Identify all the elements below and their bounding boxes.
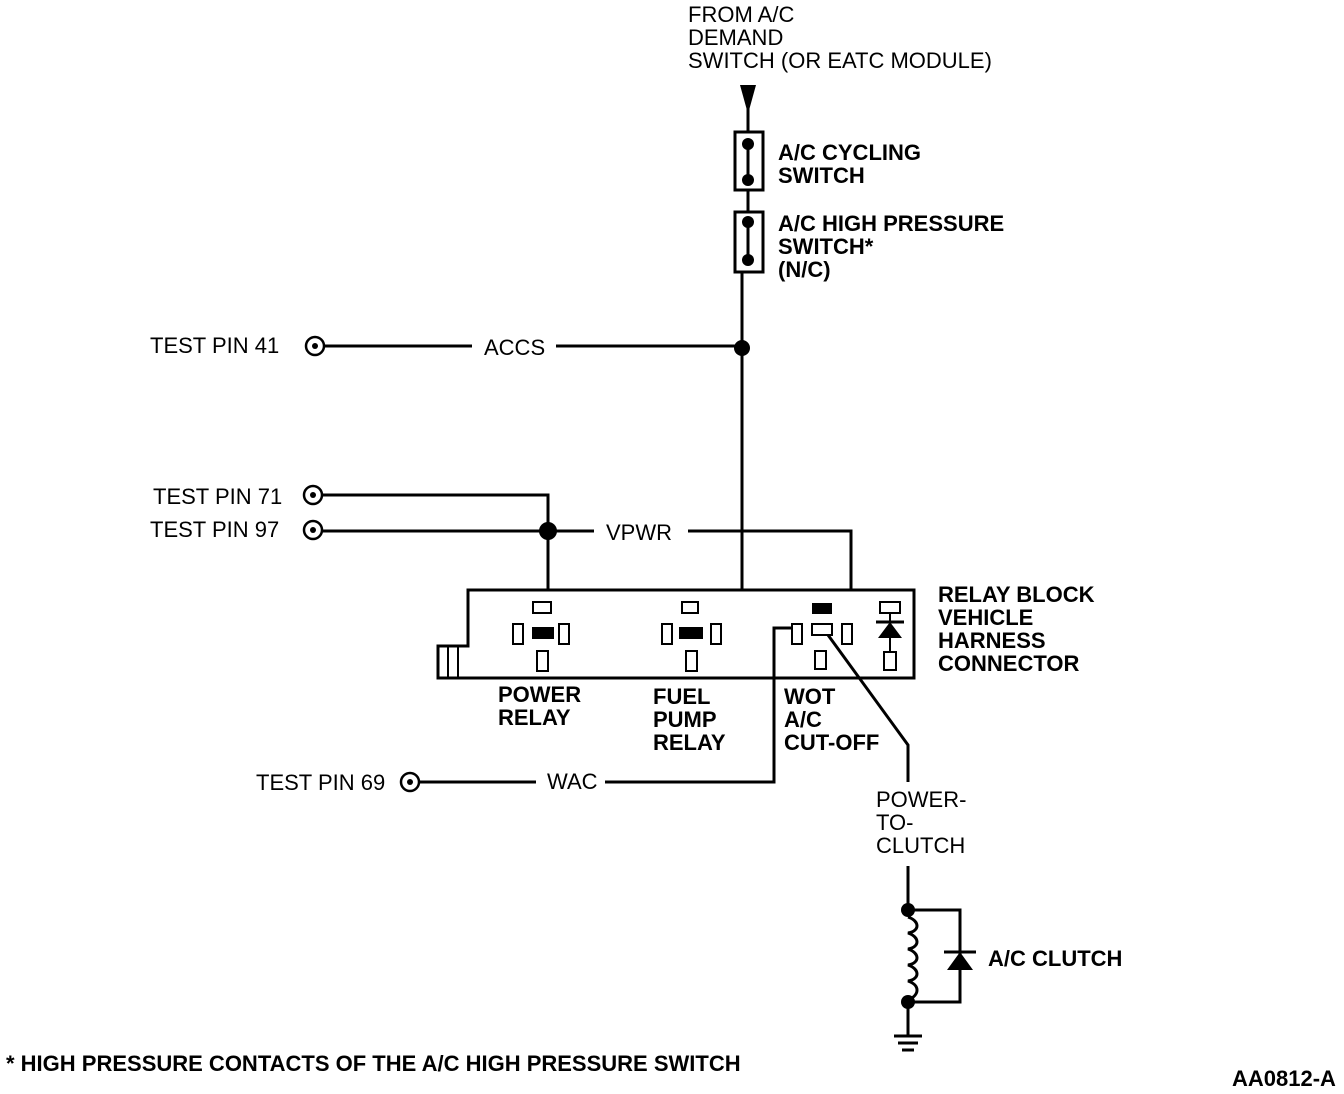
- figure-id: AA0812-A: [1232, 1066, 1336, 1091]
- relay-block-diode-icon: [876, 601, 904, 671]
- ac-high-pressure-switch-label-line2: SWITCH*: [778, 234, 874, 259]
- source-label-line2: DEMAND: [688, 25, 783, 50]
- source-label: FROM A/C DEMAND SWITCH (OR EATC MODULE): [688, 2, 992, 73]
- vpwr-signal-label: VPWR: [606, 520, 672, 545]
- fuel-pump-relay-label-line2: PUMP: [653, 707, 717, 732]
- power-to-clutch-wire-upper: [826, 634, 910, 782]
- relay-block-label-line1: RELAY BLOCK: [938, 582, 1095, 607]
- test-pin-71-label: TEST PIN 71: [153, 484, 282, 509]
- accs-signal-label: ACCS: [484, 335, 545, 360]
- wot-relay-terminals: [791, 603, 853, 670]
- relay-block-label-line4: CONNECTOR: [938, 651, 1079, 676]
- ac-cycling-switch: [733, 130, 765, 192]
- test-pin-69-label: TEST PIN 69: [256, 770, 385, 795]
- power-to-clutch-label-line3: CLUTCH: [876, 833, 965, 858]
- test-pin-41-terminal-icon: [304, 335, 326, 357]
- fuel-pump-relay-terminals: [661, 601, 722, 672]
- ac-cycling-switch-label-line2: SWITCH: [778, 163, 865, 188]
- test-pin-97-terminal-icon: [302, 519, 324, 541]
- test-pin-97-label: TEST PIN 97: [150, 517, 279, 542]
- power-relay-label-line2: RELAY: [498, 705, 571, 730]
- ac-clutch-diode-icon: [908, 908, 976, 1004]
- ac-cycling-switch-label-line1: A/C CYCLING: [778, 140, 921, 165]
- accs-splice-dot: [734, 340, 750, 356]
- relay-block-label-line2: VEHICLE: [938, 605, 1033, 630]
- test-pin-69-terminal-icon: [399, 771, 421, 793]
- wot-relay-label-line2: A/C: [784, 707, 822, 732]
- relay-block-connector: [436, 588, 916, 680]
- ac-clutch-coil-icon: [901, 903, 919, 1009]
- relay-block-label-line3: HARNESS: [938, 628, 1046, 653]
- wac-wire-right: [605, 626, 792, 784]
- test-pin-71-wire: [322, 493, 550, 532]
- ground-icon: [894, 1002, 922, 1052]
- ac-high-pressure-switch-label-line1: A/C HIGH PRESSURE: [778, 211, 1004, 236]
- source-label-line1: FROM A/C: [688, 2, 794, 27]
- ac-high-pressure-switch-label-line3: (N/C): [778, 257, 831, 282]
- ac-clutch-label: A/C CLUTCH: [988, 946, 1122, 971]
- power-relay-label-line1: POWER: [498, 682, 581, 707]
- fuel-pump-relay-label-line1: FUEL: [653, 684, 710, 709]
- footnote: * HIGH PRESSURE CONTACTS OF THE A/C HIGH…: [6, 1051, 741, 1076]
- power-relay-terminals: [512, 601, 570, 672]
- ac-high-pressure-switch: [733, 210, 765, 274]
- power-to-clutch-label-line1: POWER-: [876, 787, 966, 812]
- power-to-clutch-label-line2: TO-: [876, 810, 913, 835]
- test-pin-41-label: TEST PIN 41: [150, 333, 279, 358]
- wot-relay-label-line3: CUT-OFF: [784, 730, 879, 755]
- source-label-line3: SWITCH (OR EATC MODULE): [688, 48, 992, 73]
- test-pin-71-terminal-icon: [302, 484, 324, 506]
- wac-signal-label: WAC: [547, 769, 598, 794]
- wot-relay-label-line1: WOT: [784, 684, 836, 709]
- fuel-pump-relay-label-line3: RELAY: [653, 730, 726, 755]
- input-arrow-icon: [740, 85, 756, 114]
